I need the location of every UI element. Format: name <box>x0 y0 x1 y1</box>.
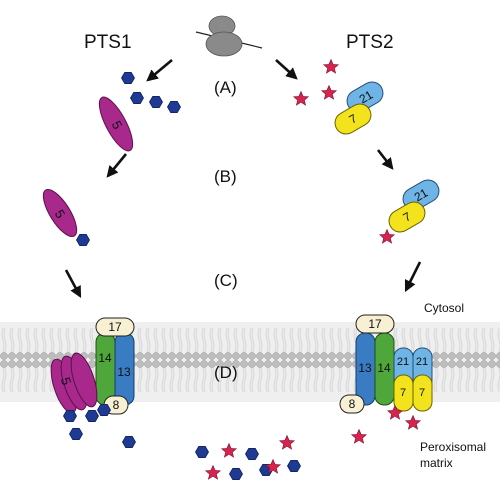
pts1-cargo-icon <box>195 445 209 459</box>
arrow-icon <box>146 59 173 82</box>
pts1-cargo-icon <box>122 435 136 449</box>
pts2-cargo-icon <box>405 415 421 430</box>
pts1-cargo-icon <box>229 467 243 481</box>
pex8-label: 8 <box>113 398 120 412</box>
arrow-icon <box>275 59 298 80</box>
pex13-label: 13 <box>358 361 372 375</box>
pts1-cargo-icon <box>85 409 99 423</box>
pts1-cargo-icon <box>167 101 181 113</box>
pts2-cargo-icon <box>279 435 295 450</box>
pts1-cargo-icon <box>63 409 77 423</box>
pex21-label: 21 <box>357 87 376 106</box>
pex5-receptor-free: 5 <box>98 96 134 152</box>
pts1-docking-complex: 14 13 17 8 <box>95 317 135 415</box>
pts1-cargo-icon <box>149 96 163 108</box>
released-matrix-cargo <box>195 435 301 481</box>
pts1-cargo-icon <box>121 72 135 84</box>
matrix-label-line2: matrix <box>420 456 453 470</box>
pex8-label: 8 <box>349 397 356 411</box>
pts2-cargo-icon <box>379 229 395 244</box>
pex17-label: 17 <box>368 317 382 331</box>
pex17-label: 17 <box>108 320 122 334</box>
pex7-pex21-membrane-pair: 21 21 7 7 <box>351 347 433 444</box>
pex7-label: 7 <box>419 387 425 399</box>
pex14-label: 14 <box>377 361 391 375</box>
pex7-pex21-cargo-complex: 21 7 <box>379 179 440 244</box>
pts2-cargo-group-a <box>293 59 339 106</box>
pex13-label: 13 <box>117 365 131 379</box>
pts2-cargo-icon <box>351 429 367 444</box>
pts1-cargo-icon <box>76 233 90 247</box>
pex17-protein <box>95 317 135 337</box>
step-d-label: (D) <box>214 363 238 382</box>
pts2-docking-complex: 13 14 17 8 <box>339 314 395 414</box>
pex14-label: 14 <box>98 351 112 365</box>
cytosol-label: Cytosol <box>424 301 464 315</box>
arrow-icon <box>376 149 394 170</box>
matrix-label-line1: Peroxisomal <box>420 440 486 454</box>
pex21-label: 21 <box>397 356 409 368</box>
pathway-arrows <box>64 59 422 299</box>
step-b-label: (B) <box>214 167 237 186</box>
pex5-oligomer: 5 <box>50 352 136 449</box>
arrow-icon <box>404 261 422 293</box>
pex7-label: 7 <box>400 387 406 399</box>
pex8-protein <box>339 394 365 414</box>
pts1-cargo-icon <box>97 403 111 417</box>
pex5-label: 5 <box>58 375 75 387</box>
pts1-cargo-icon <box>245 447 259 461</box>
pex21-label: 21 <box>416 356 428 368</box>
pts2-cargo-icon <box>205 465 221 480</box>
pex14-protein <box>95 332 116 406</box>
pex17-protein <box>355 314 395 334</box>
step-c-label: (C) <box>214 271 238 290</box>
pts1-title: PTS1 <box>84 32 132 53</box>
arrow-icon <box>64 269 82 299</box>
step-a-label: (A) <box>214 78 237 97</box>
pts2-cargo-icon <box>323 59 339 74</box>
pts1-cargo-icon <box>69 427 83 441</box>
pex7-pex21-complex-free: 21 7 <box>334 81 384 135</box>
ribosome-icon <box>195 15 263 57</box>
pts1-cargo-icon <box>287 459 301 473</box>
pts1-cargo-icon <box>130 92 144 104</box>
pex21-label: 21 <box>412 185 431 204</box>
pts2-cargo-icon <box>293 91 309 106</box>
arrow-icon <box>106 153 128 178</box>
pex5-cargo-complex: 5 <box>42 188 90 247</box>
pts2-cargo-icon <box>221 443 237 458</box>
pts2-title: PTS2 <box>346 32 394 53</box>
pts2-cargo-icon <box>321 85 337 100</box>
